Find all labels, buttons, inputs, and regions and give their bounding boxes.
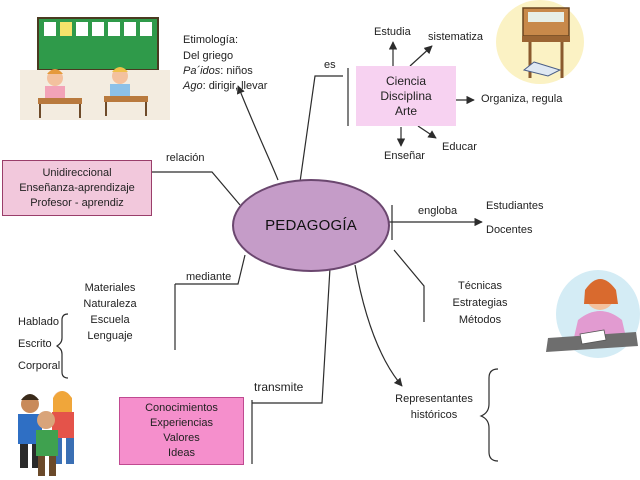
representantes-label: Representantes [395,393,473,405]
hablado-label: Hablado [18,316,59,328]
tecnicas-label: Técnicas [457,280,503,292]
etimologia-line-3: Pa´idos: niños [183,64,253,79]
arte-label: Arte [394,103,417,118]
children-illustration [18,391,74,476]
historicos-label: históricos [410,409,458,421]
educar-arrow [417,125,437,139]
relacion-connector-label: relación [166,152,205,164]
transmite-connector [252,267,331,404]
ciencia-label: Ciencia [385,73,427,88]
etimologia-term-paidos: Pa´idos [183,65,221,77]
etimologia-arrow [236,85,279,181]
etimologia-line-4: Ago: dirigir, llevar [183,79,267,94]
etimologia-meaning-paidos: : niños [220,65,253,77]
escuela-label: Escuela [90,314,130,326]
etimologia-line-2: Del griego [183,50,234,62]
relacion-box: Unidireccional Enseñanza-aprendizaje Pro… [2,160,152,216]
conocimientos-label: Conocimientos [145,402,218,414]
transmite-connector-label: transmite [254,380,304,394]
etimologia-term-ago: Ago [183,80,203,92]
mediante-connector-label: mediante [186,271,232,283]
estudia-label: Estudia [374,26,411,38]
disciplina-label: Disciplina [380,88,432,103]
ensenanza-aprendizaje-label: Enseñanza-aprendizaje [19,181,135,194]
ideas-label: Ideas [168,447,195,459]
classroom-illustration [20,17,170,120]
corporal-label: Corporal [18,360,61,372]
representantes-arrow [354,264,403,387]
etimologia-line-1: Etimología: [183,34,239,46]
metodos-connector [393,249,425,322]
ensenar-label: Enseñar [384,150,425,162]
educar-label: Educar [442,141,477,153]
unidireccional-label: Unidireccional [42,166,112,179]
valores-label: Valores [163,432,200,444]
student-writing-illustration [546,270,640,358]
materiales-label: Materiales [84,282,136,294]
escrito-label: Escrito [18,338,52,350]
metodos-label: Métodos [458,314,502,326]
transmite-box: Conocimientos Experiencias Valores Ideas [119,397,244,465]
ciencia-box: Ciencia Disciplina Arte [356,66,456,126]
docentes-label: Docentes [486,224,533,236]
sistematiza-label: sistematiza [428,31,484,43]
estrategias-label: Estrategias [452,297,508,309]
es-connector [299,75,343,183]
mediante-connector [175,254,246,285]
relacion-connector [152,171,241,206]
pedagogia-title: PEDAGOGÍA [265,217,357,234]
lectern-illustration [496,0,584,84]
engloba-connector-label: engloba [418,205,458,217]
experiencias-label: Experiencias [150,417,213,429]
sistematiza-arrow [409,45,433,67]
lenguaje-brace [55,313,69,379]
lenguaje-label: Lenguaje [87,330,133,342]
estudiantes-label: Estudiantes [486,200,544,212]
profesor-aprendiz-label: Profesor - aprendiz [30,196,124,209]
representantes-brace [479,368,499,462]
organiza-label: Organiza, regula [481,93,563,105]
pedagogia-center-node: PEDAGOGÍA [232,179,390,272]
etimologia-meaning-ago: : dirigir, llevar [202,80,268,92]
es-connector-label: es [324,59,336,71]
naturaleza-label: Naturaleza [83,298,137,310]
